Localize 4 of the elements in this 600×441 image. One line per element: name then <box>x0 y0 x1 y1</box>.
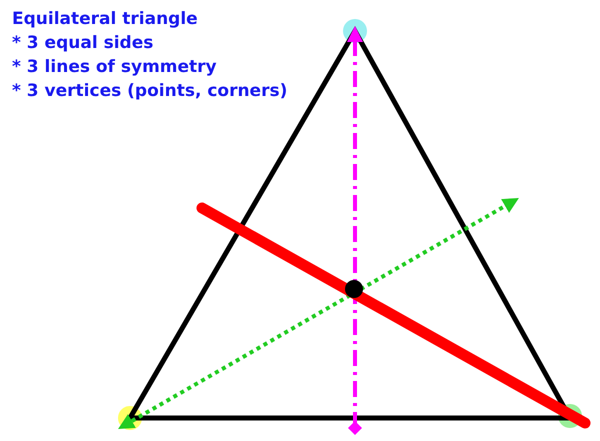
bullet-point: * 3 equal sides <box>12 32 154 54</box>
title: Equilateral triangle <box>12 8 198 30</box>
bullet-point: * 3 vertices (points, corners) <box>12 80 288 102</box>
bullet-point: * 3 lines of symmetry <box>12 56 217 78</box>
